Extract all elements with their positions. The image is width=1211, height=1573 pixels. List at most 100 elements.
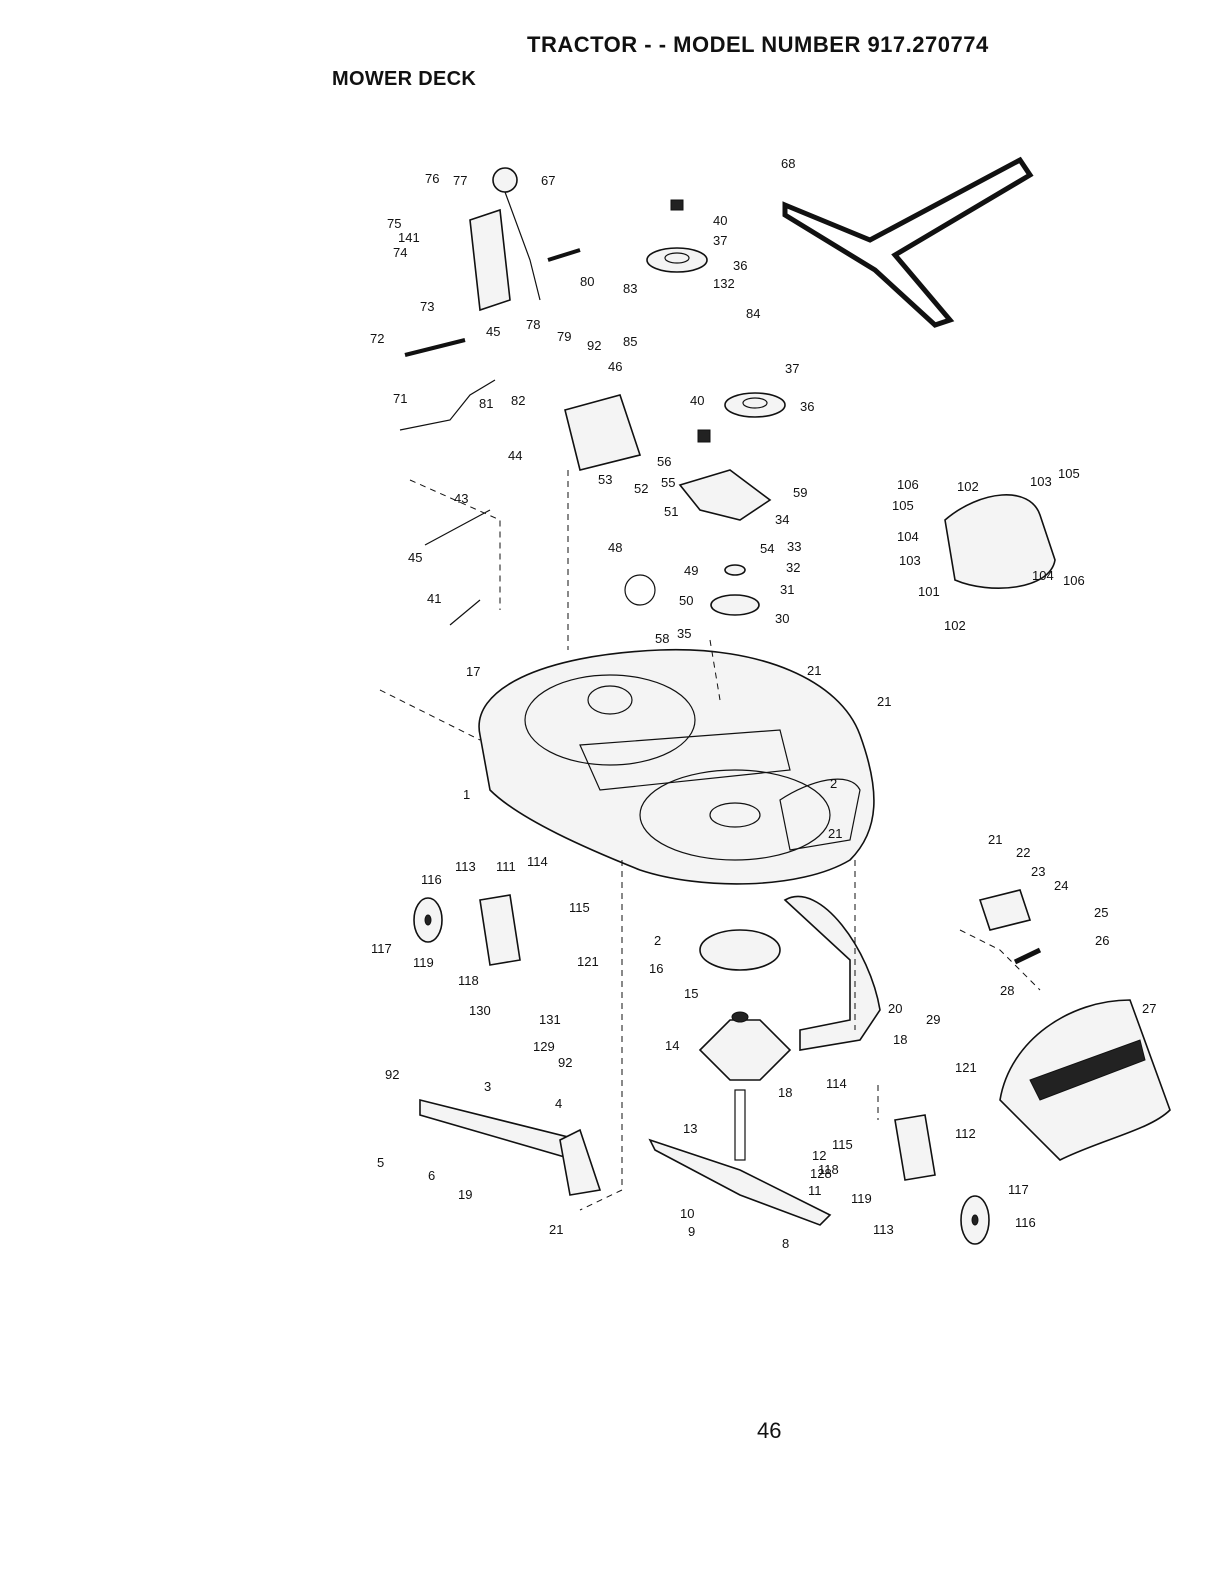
callout-18: 18 [893,1032,907,1047]
callout-8: 8 [782,1236,789,1251]
callout-131: 131 [539,1012,561,1027]
stabilizer-bracket [783,895,881,1051]
callout-20: 20 [888,1001,902,1016]
callout-28: 28 [1000,983,1014,998]
callout-103: 103 [1030,474,1052,489]
callout-128: 128 [810,1166,832,1181]
callout-45: 45 [486,324,500,339]
callout-78: 78 [526,317,540,332]
callout-103: 103 [899,553,921,568]
callout-3: 3 [484,1079,491,1094]
callout-114: 114 [527,854,548,869]
callout-68: 68 [781,156,795,171]
assembly-lines [379,470,1041,1211]
callout-36: 36 [800,399,814,414]
callout-55: 55 [661,475,675,490]
callout-2: 2 [830,776,837,791]
callout-115: 115 [569,900,590,915]
callout-50: 50 [679,593,693,608]
callout-1: 1 [463,787,470,802]
page-number: 46 [757,1418,782,1443]
callout-105: 105 [892,498,914,513]
callout-25: 25 [1094,905,1108,920]
callout-37: 37 [785,361,799,376]
callout-117: 117 [1008,1182,1029,1197]
callout-29: 29 [926,1012,940,1027]
callout-54: 54 [760,541,774,556]
chute-spring [1013,947,1042,965]
callout-36: 36 [733,258,747,273]
callout-116: 116 [1015,1215,1036,1230]
callout-83: 83 [623,281,637,296]
lift-linkage [399,167,581,626]
callout-112: 112 [955,1126,976,1141]
callout-19: 19 [458,1187,472,1202]
callout-23: 23 [1031,864,1045,879]
callout-34: 34 [775,512,789,527]
callout-45: 45 [408,550,422,565]
callout-15: 15 [684,986,698,1001]
idler-bracket [678,469,772,521]
callout-21: 21 [549,1222,563,1237]
callout-129: 129 [533,1039,555,1054]
gauge-wheel-right [894,1114,990,1245]
pulley-upper [646,199,708,273]
callout-106: 106 [897,477,919,492]
callout-81: 81 [479,396,493,411]
blade-spindle [698,929,792,1161]
callout-101: 101 [918,584,940,599]
chute-bracket [978,889,1032,931]
callout-44: 44 [508,448,522,463]
callout-52: 52 [634,481,648,496]
callout-17: 17 [466,664,480,679]
front-bracket [559,1128,602,1196]
callout-40: 40 [713,213,727,228]
callout-132: 132 [713,276,735,291]
callout-111: 111 [496,859,516,874]
callout-43: 43 [454,491,468,506]
callout-27: 27 [1142,1001,1156,1016]
callout-53: 53 [598,472,612,487]
callout-49: 49 [684,563,698,578]
callout-82: 82 [511,393,525,408]
callout-22: 22 [1016,845,1030,860]
callout-10: 10 [680,1206,694,1221]
callout-104: 104 [897,529,919,544]
callout-71: 71 [393,391,407,406]
callout-30: 30 [775,611,789,626]
callout-12: 12 [812,1148,826,1163]
callout-105: 105 [1058,466,1080,481]
callout-33: 33 [787,539,801,554]
callout-79: 79 [557,329,571,344]
callout-114: 114 [826,1076,847,1091]
callout-18: 18 [778,1085,792,1100]
callout-80: 80 [580,274,594,289]
deflector-shield [944,494,1056,589]
callout-102: 102 [957,479,979,494]
callout-5: 5 [377,1155,384,1170]
callout-41: 41 [427,591,441,606]
callout-84: 84 [746,306,760,321]
callout-21: 21 [877,694,891,709]
callout-74: 74 [393,245,407,260]
callout-72: 72 [370,331,384,346]
callout-121: 121 [577,954,599,969]
callout-73: 73 [420,299,434,314]
callout-51: 51 [664,504,678,519]
belt-guard [564,394,642,471]
callout-2: 2 [654,933,661,948]
callout-46: 46 [608,359,622,374]
callout-6: 6 [428,1168,435,1183]
callout-11: 11 [808,1183,822,1198]
callout-141: 141 [398,230,420,245]
callout-48: 48 [608,540,622,555]
callout-118: 118 [818,1162,839,1177]
callout-85: 85 [623,334,637,349]
callout-59: 59 [793,485,807,500]
callout-26: 26 [1095,933,1109,948]
mower-deck-housing [478,648,875,885]
callout-13: 13 [683,1121,697,1136]
callout-37: 37 [713,233,727,248]
